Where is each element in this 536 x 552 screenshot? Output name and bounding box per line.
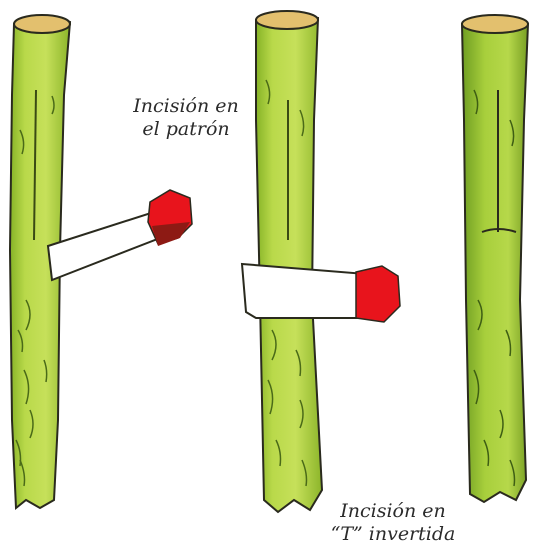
stem-3 [462,15,528,502]
stem-2-cut-top [256,11,318,29]
label-rootstock-incision-line1: Incisión en [106,95,266,118]
label-inverted-t-incision: Incisión en “T” invertida [308,500,478,546]
grafting-knife-1 [48,190,192,280]
label-rootstock-incision: Incisión en el patrón [106,95,266,141]
knife-2-handle [356,266,400,322]
label-inverted-t-incision-line2: “T” invertida [308,523,478,546]
label-inverted-t-incision-line1: Incisión en [308,500,478,523]
knife-2-blade [242,264,366,318]
knife-1-blade [48,212,160,280]
label-rootstock-incision-line2: el patrón [106,118,266,141]
stem-3-cut-top [462,15,528,33]
stem-1-cut-top [14,15,70,33]
grafting-knife-2 [242,264,400,322]
stem-2 [256,11,322,512]
